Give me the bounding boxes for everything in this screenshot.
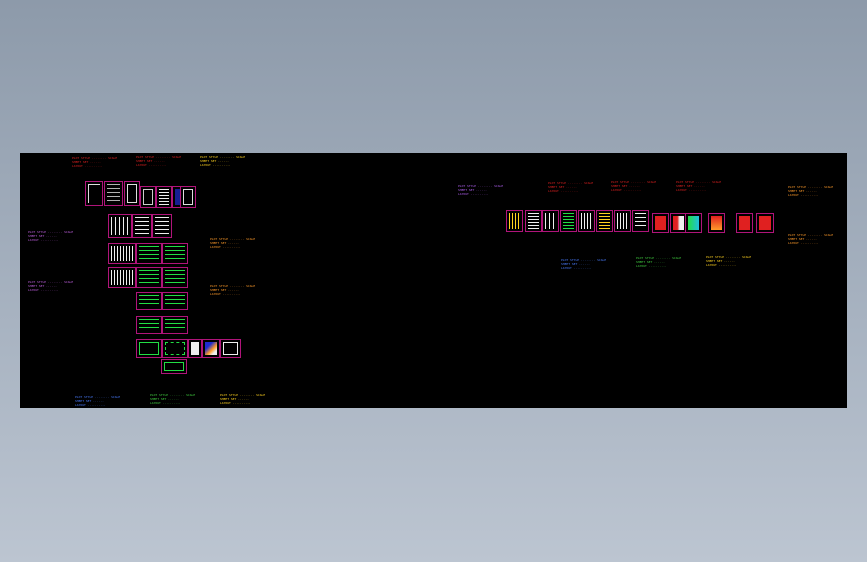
sheet-content: [673, 216, 684, 230]
drawing-sheet[interactable]: [632, 210, 649, 232]
drawing-sheet[interactable]: [685, 213, 702, 233]
annotation-note: PLOT STYLE ........ SCALE SHEET SET ....…: [210, 237, 256, 249]
drawing-sheet[interactable]: [162, 243, 188, 264]
annotation-note: PLOT STYLE ........ SCALE SHEET SET ....…: [150, 393, 196, 405]
drawing-sheet[interactable]: [542, 210, 559, 232]
drawing-sheet[interactable]: [525, 210, 542, 232]
annotation-note: PLOT STYLE ........ SCALE SHEET SET ....…: [788, 185, 834, 197]
sheet-content: [711, 216, 722, 230]
drawing-sheet[interactable]: [220, 339, 241, 358]
drawing-sheet[interactable]: [708, 213, 725, 233]
drawing-sheet[interactable]: [124, 181, 140, 206]
drawing-sheet[interactable]: [108, 214, 132, 238]
drawing-sheet[interactable]: [162, 292, 188, 310]
annotation-note: PLOT STYLE ........ SCALE SHEET SET ....…: [548, 181, 594, 193]
sheet-content: [617, 213, 628, 229]
annotation-note: PLOT STYLE ........ SCALE SHEET SET ....…: [28, 280, 74, 292]
drawing-sheet[interactable]: [596, 210, 613, 232]
drawing-sheet[interactable]: [578, 210, 595, 232]
drawing-sheet[interactable]: [162, 316, 188, 334]
sheet-content: [563, 213, 574, 229]
drawing-sheet[interactable]: [85, 181, 103, 206]
drawing-sheet[interactable]: [136, 339, 162, 358]
drawing-sheet[interactable]: [152, 214, 172, 238]
annotation-note: PLOT STYLE ........ SCALE SHEET SET ....…: [72, 156, 118, 168]
drawing-sheet[interactable]: [180, 186, 196, 208]
sheet-content: [581, 213, 592, 229]
annotation-note: PLOT STYLE ........ SCALE SHEET SET ....…: [220, 393, 266, 405]
drawing-sheet[interactable]: [136, 267, 162, 288]
annotation-note: PLOT STYLE ........ SCALE SHEET SET ....…: [788, 233, 834, 245]
annotation-note: PLOT STYLE ........ SCALE SHEET SET ....…: [136, 155, 182, 167]
annotation-note: PLOT STYLE ........ SCALE SHEET SET ....…: [611, 180, 657, 192]
drawing-sheet[interactable]: [136, 316, 162, 334]
drawing-sheet[interactable]: [108, 267, 136, 288]
drawing-sheet[interactable]: [104, 181, 123, 206]
sheet-content: [635, 213, 646, 229]
drawing-sheet[interactable]: [736, 213, 753, 233]
sheet-content: [509, 213, 520, 229]
annotation-note: PLOT STYLE ........ SCALE SHEET SET ....…: [636, 256, 682, 268]
annotation-note: PLOT STYLE ........ SCALE SHEET SET ....…: [75, 395, 121, 407]
drawing-sheet[interactable]: [132, 214, 152, 238]
drawing-sheet[interactable]: [756, 213, 774, 233]
annotation-note: PLOT STYLE ........ SCALE SHEET SET ....…: [561, 258, 607, 270]
annotation-note: PLOT STYLE ........ SCALE SHEET SET ....…: [706, 255, 752, 267]
sheet-content: [688, 216, 699, 230]
annotation-note: PLOT STYLE ........ SCALE SHEET SET ....…: [200, 155, 246, 167]
annotation-note: PLOT STYLE ........ SCALE SHEET SET ....…: [210, 284, 256, 296]
drawing-sheet[interactable]: [188, 339, 202, 358]
drawing-canvas[interactable]: PLOT STYLE ........ SCALE SHEET SET ....…: [20, 153, 847, 408]
drawing-sheet[interactable]: [560, 210, 577, 232]
sheet-content: [739, 216, 750, 230]
sheet-content: [599, 213, 610, 229]
annotation-note: PLOT STYLE ........ SCALE SHEET SET ....…: [676, 180, 722, 192]
drawing-sheet[interactable]: [652, 213, 669, 233]
sheet-content: [528, 213, 539, 229]
annotation-note: PLOT STYLE ........ SCALE SHEET SET ....…: [458, 184, 504, 196]
drawing-sheet[interactable]: [162, 339, 188, 358]
sheet-content: [545, 213, 556, 229]
drawing-sheet[interactable]: [162, 267, 188, 288]
drawing-sheet[interactable]: [202, 339, 220, 358]
annotation-note: PLOT STYLE ........ SCALE SHEET SET ....…: [28, 230, 74, 242]
drawing-sheet[interactable]: [506, 210, 523, 232]
sheet-content: [759, 216, 771, 230]
drawing-sheet[interactable]: [614, 210, 631, 232]
drawing-sheet[interactable]: [108, 243, 136, 264]
drawing-sheet[interactable]: [136, 243, 162, 264]
drawing-sheet[interactable]: [161, 359, 187, 374]
drawing-sheet[interactable]: [136, 292, 162, 310]
drawing-sheet[interactable]: [140, 186, 156, 208]
sheet-content: [655, 216, 666, 230]
drawing-sheet[interactable]: [156, 186, 172, 208]
